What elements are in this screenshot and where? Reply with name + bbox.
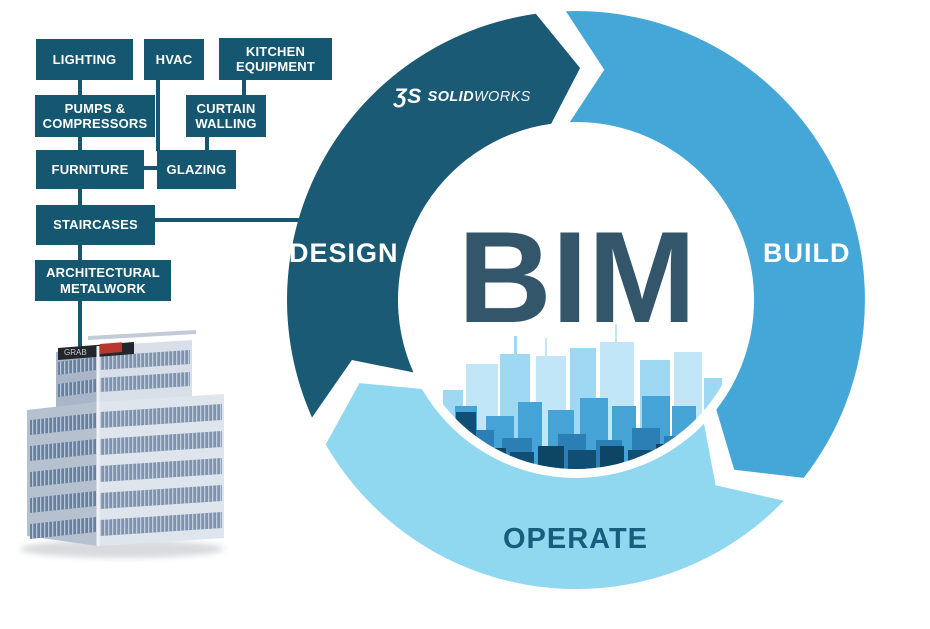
operate-arc-segment	[325, 383, 784, 590]
connector-staircases-metalwork	[78, 244, 82, 261]
build-label: BUILD	[763, 238, 851, 268]
operate-label: OPERATE	[502, 523, 649, 555]
flow-box-hvac-label: HVAC	[155, 51, 193, 67]
flow-box-staircases: STAIRCASES	[36, 205, 155, 245]
connector-pumps-furniture	[78, 136, 82, 151]
flow-box-kitchen-label: KITCHEN EQUIPMENT	[235, 43, 316, 74]
connector-metalwork-building	[78, 300, 82, 348]
connector-lighting-pumps	[78, 79, 82, 96]
design-label: DESIGN	[289, 238, 399, 268]
connector-curtain-glazing	[205, 136, 209, 151]
connector-furniture-glazing	[144, 166, 158, 170]
flow-box-glazing-label: GLAZING	[166, 161, 227, 177]
connector-kitchen-curtain	[242, 79, 246, 96]
flow-box-hvac: HVAC	[144, 39, 204, 80]
flow-box-metalwork: ARCHITECTURAL METALWORK	[35, 260, 171, 301]
building-sign-text: GRAB	[64, 348, 87, 357]
flow-box-kitchen: KITCHEN EQUIPMENT	[219, 38, 332, 80]
flow-box-furniture: FURNITURE	[36, 150, 144, 189]
flow-box-lighting-label: LIGHTING	[52, 51, 117, 67]
flow-box-curtain: CURTAIN WALLING	[186, 95, 266, 137]
flow-box-pumps: PUMPS & COMPRESSORS	[35, 95, 155, 137]
flow-box-metalwork-label: ARCHITECTURAL METALWORK	[46, 265, 160, 296]
flow-box-lighting: LIGHTING	[36, 39, 133, 80]
flow-box-glazing: GLAZING	[157, 150, 236, 189]
solidworks-wordmark-light: WORKS	[473, 89, 531, 105]
design-arc-segment	[287, 13, 581, 418]
flow-box-curtain-label: CURTAIN WALLING	[195, 100, 257, 131]
connector-staircases-design-arc	[155, 218, 310, 222]
connector-furniture-staircases	[78, 188, 82, 206]
flow-box-pumps-label: PUMPS & COMPRESSORS	[42, 100, 148, 131]
bim-center-title: BIM	[457, 204, 697, 350]
build-arc-segment	[565, 11, 865, 478]
solidworks-logo: ƷS SOLID WORKS	[394, 83, 544, 111]
connector-hvac-glazing	[156, 79, 160, 151]
dassault-3ds-mark-icon: ƷS	[394, 85, 422, 108]
office-building-3d-render: GRAB	[20, 330, 224, 558]
flow-box-furniture-label: FURNITURE	[51, 161, 129, 177]
flow-box-staircases-label: STAIRCASES	[53, 217, 138, 233]
solidworks-wordmark-bold: SOLID	[427, 89, 474, 105]
